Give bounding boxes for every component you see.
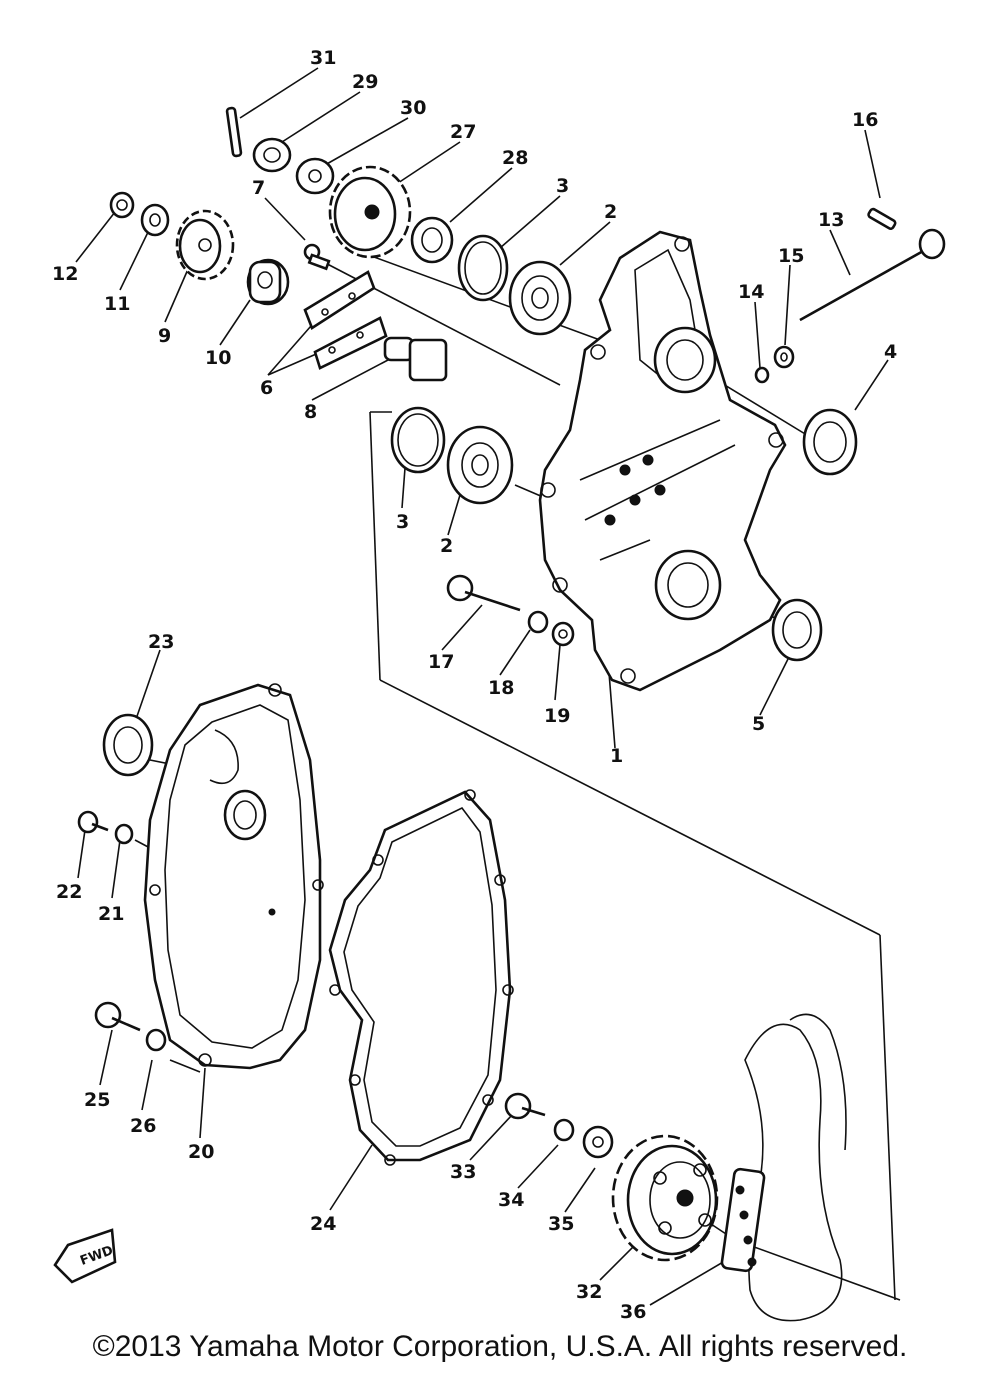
part-30-washer — [295, 157, 335, 195]
part-28-bearing — [410, 216, 454, 264]
callout-10: 10 — [205, 347, 231, 369]
callout-20: 20 — [188, 1141, 214, 1163]
callout-34: 34 — [498, 1189, 524, 1211]
part-4-seal — [802, 408, 858, 476]
callout-4: 4 — [884, 341, 897, 363]
callout-32: 32 — [576, 1281, 602, 1303]
callout-3a: 3 — [556, 175, 569, 197]
part-36-chain — [720, 1013, 847, 1322]
callout-36: 36 — [620, 1301, 646, 1323]
callout-27: 27 — [450, 121, 476, 143]
part-11-washer — [140, 203, 170, 237]
part-18-washer — [527, 610, 549, 634]
callout-6: 6 — [260, 377, 273, 399]
part-15-washer — [773, 345, 795, 369]
part-27-sprocket — [328, 165, 412, 259]
part-16-bolt — [867, 207, 897, 230]
part-34-washer — [553, 1118, 575, 1142]
part-26-washer — [145, 1028, 167, 1052]
part-29-nut — [252, 137, 292, 173]
callout-33: 33 — [450, 1161, 476, 1183]
part-19-washer — [551, 621, 575, 647]
part-10-hub — [246, 258, 290, 306]
callout-35: 35 — [548, 1213, 574, 1235]
callout-25: 25 — [84, 1089, 110, 1111]
part-20-cover — [143, 683, 324, 1070]
callout-labels: 31 29 30 27 28 3 2 7 12 11 9 10 6 8 16 1… — [52, 47, 897, 1323]
part-23-seal — [102, 713, 154, 777]
callout-9: 9 — [158, 325, 171, 347]
callout-11: 11 — [104, 293, 130, 315]
part-7-bolt — [303, 243, 331, 271]
part-35-washer — [582, 1125, 614, 1159]
callout-12: 12 — [52, 263, 78, 285]
callout-30: 30 — [400, 97, 426, 119]
callout-1: 1 — [610, 745, 623, 767]
callout-7: 7 — [252, 177, 265, 199]
callout-22: 22 — [56, 881, 82, 903]
part-3-circlip-upper — [457, 234, 509, 302]
callout-18: 18 — [488, 677, 514, 699]
part-1-chain-case — [538, 230, 787, 692]
callout-15: 15 — [778, 245, 804, 267]
callout-29: 29 — [352, 71, 378, 93]
callout-19: 19 — [544, 705, 570, 727]
part-2-bearing-upper — [508, 260, 572, 336]
part-9-sprocket — [175, 209, 235, 281]
part-6-plates — [303, 270, 388, 370]
copyright-notice: ©2013 Yamaha Motor Corporation, U.S.A. A… — [92, 1330, 908, 1363]
part-14-washer — [754, 366, 770, 384]
callout-31: 31 — [310, 47, 336, 69]
fwd-arrow-icon: FWD — [53, 1228, 117, 1284]
part-33-bolt — [504, 1092, 546, 1120]
callout-23: 23 — [148, 631, 174, 653]
part-21-washer — [114, 823, 134, 845]
part-5-seal — [771, 598, 823, 662]
part-24-gasket — [328, 789, 514, 1166]
callout-16: 16 — [852, 109, 878, 131]
callout-8: 8 — [304, 401, 317, 423]
callout-21: 21 — [98, 903, 124, 925]
part-13-long-bolt — [799, 228, 946, 322]
part-3-circlip-lower — [390, 406, 446, 474]
callout-13: 13 — [818, 209, 844, 231]
callout-5: 5 — [752, 713, 765, 735]
callout-26: 26 — [130, 1115, 156, 1137]
part-31-cotter-pin — [225, 106, 243, 158]
callout-17: 17 — [428, 651, 454, 673]
parts: FWD — [53, 106, 946, 1322]
part-32-sprocket — [611, 1134, 719, 1262]
part-8-tensioner — [383, 336, 448, 382]
callout-14: 14 — [738, 281, 764, 303]
part-12-nut — [109, 191, 135, 219]
callout-28: 28 — [502, 147, 528, 169]
callout-2a: 2 — [604, 201, 617, 223]
callout-2b: 2 — [440, 535, 453, 557]
part-25-bolt — [94, 1001, 141, 1032]
callout-3b: 3 — [396, 511, 409, 533]
part-2-bearing-lower — [446, 425, 514, 505]
part-17-bolt — [446, 574, 521, 612]
part-22-bolt — [77, 810, 109, 834]
callout-24: 24 — [310, 1213, 336, 1235]
